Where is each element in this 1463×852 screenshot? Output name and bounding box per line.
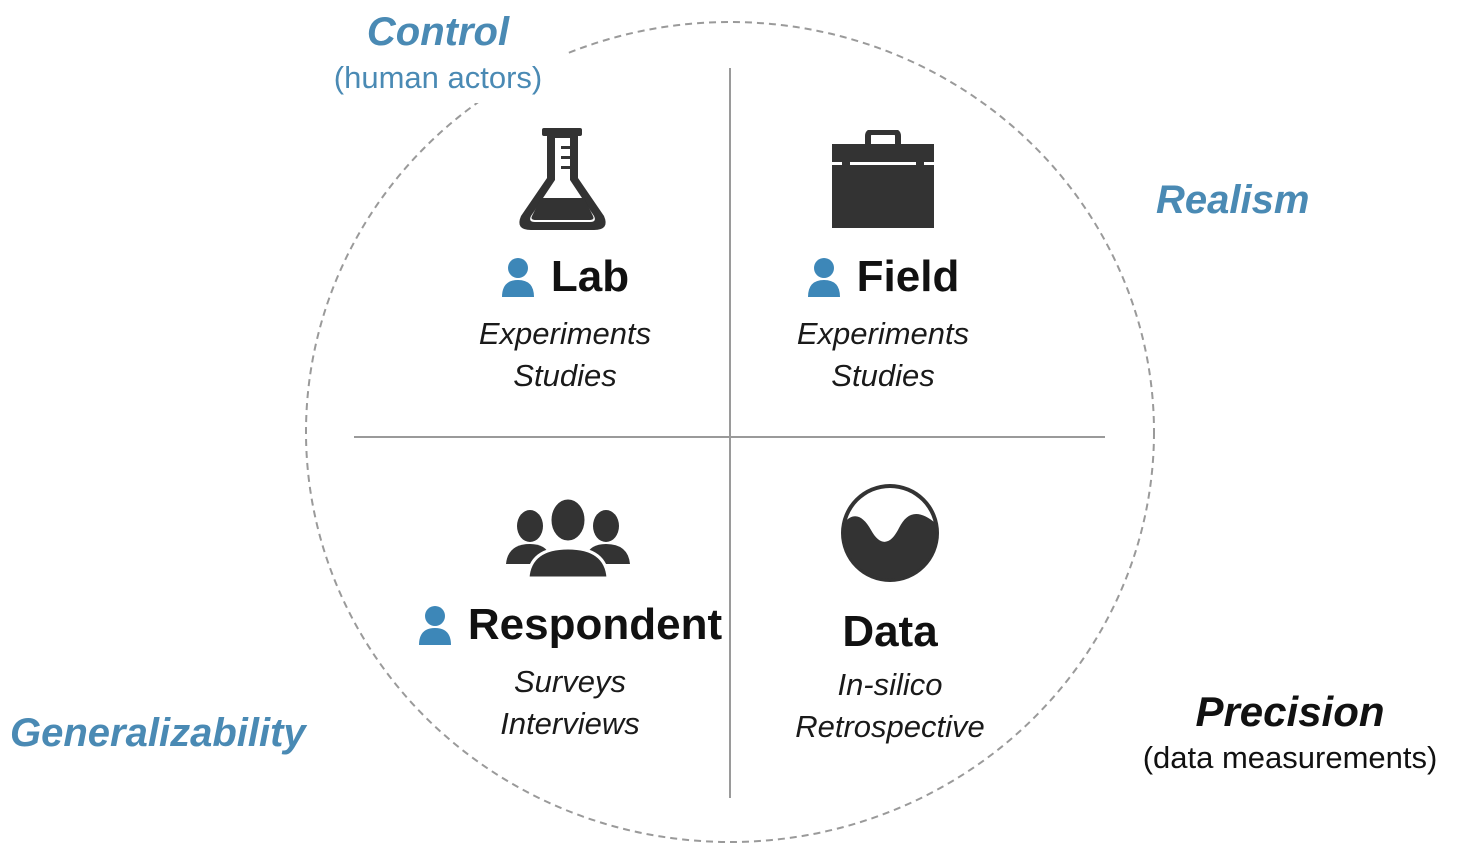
quadrant-field: Field Experiments Studies — [758, 255, 1008, 397]
control-subtitle: (human actors) — [333, 60, 543, 95]
group-icon — [506, 498, 630, 578]
precision-label: Precision (data measurements) — [1120, 686, 1460, 778]
respondent-item: Interviews — [500, 706, 640, 741]
person-icon — [418, 606, 451, 645]
dashed-circle — [305, 21, 1155, 843]
lab-item: Studies — [513, 358, 617, 393]
data-item: Retrospective — [795, 709, 985, 744]
lab-title: Lab — [550, 252, 630, 301]
field-item: Experiments — [796, 316, 970, 351]
control-label: Control (human actors) — [318, 6, 558, 98]
field-item: Studies — [831, 358, 935, 393]
lab-item: Experiments — [478, 316, 652, 351]
person-icon — [501, 258, 534, 297]
respondent-title: Respondent — [467, 600, 723, 649]
person-icon — [807, 258, 840, 297]
data-wave-icon — [841, 484, 939, 582]
generalizability-label: Generalizability — [10, 711, 306, 755]
flask-icon — [519, 128, 606, 230]
respondent-item: Surveys — [514, 664, 626, 699]
realism-label: Realism — [1156, 178, 1310, 222]
data-title: Data — [842, 607, 938, 656]
briefcase-icon — [832, 130, 934, 228]
quadrant-respondent: Respondent Surveys Interviews — [395, 603, 745, 745]
control-title: Control — [366, 10, 510, 54]
precision-subtitle: (data measurements) — [1142, 740, 1438, 775]
precision-title: Precision — [1195, 688, 1385, 735]
quadrant-data: Data In-silico Retrospective — [765, 610, 1015, 748]
quadrant-lab: Lab Experiments Studies — [440, 255, 690, 397]
data-item: In-silico — [837, 667, 943, 702]
field-title: Field — [856, 252, 960, 301]
